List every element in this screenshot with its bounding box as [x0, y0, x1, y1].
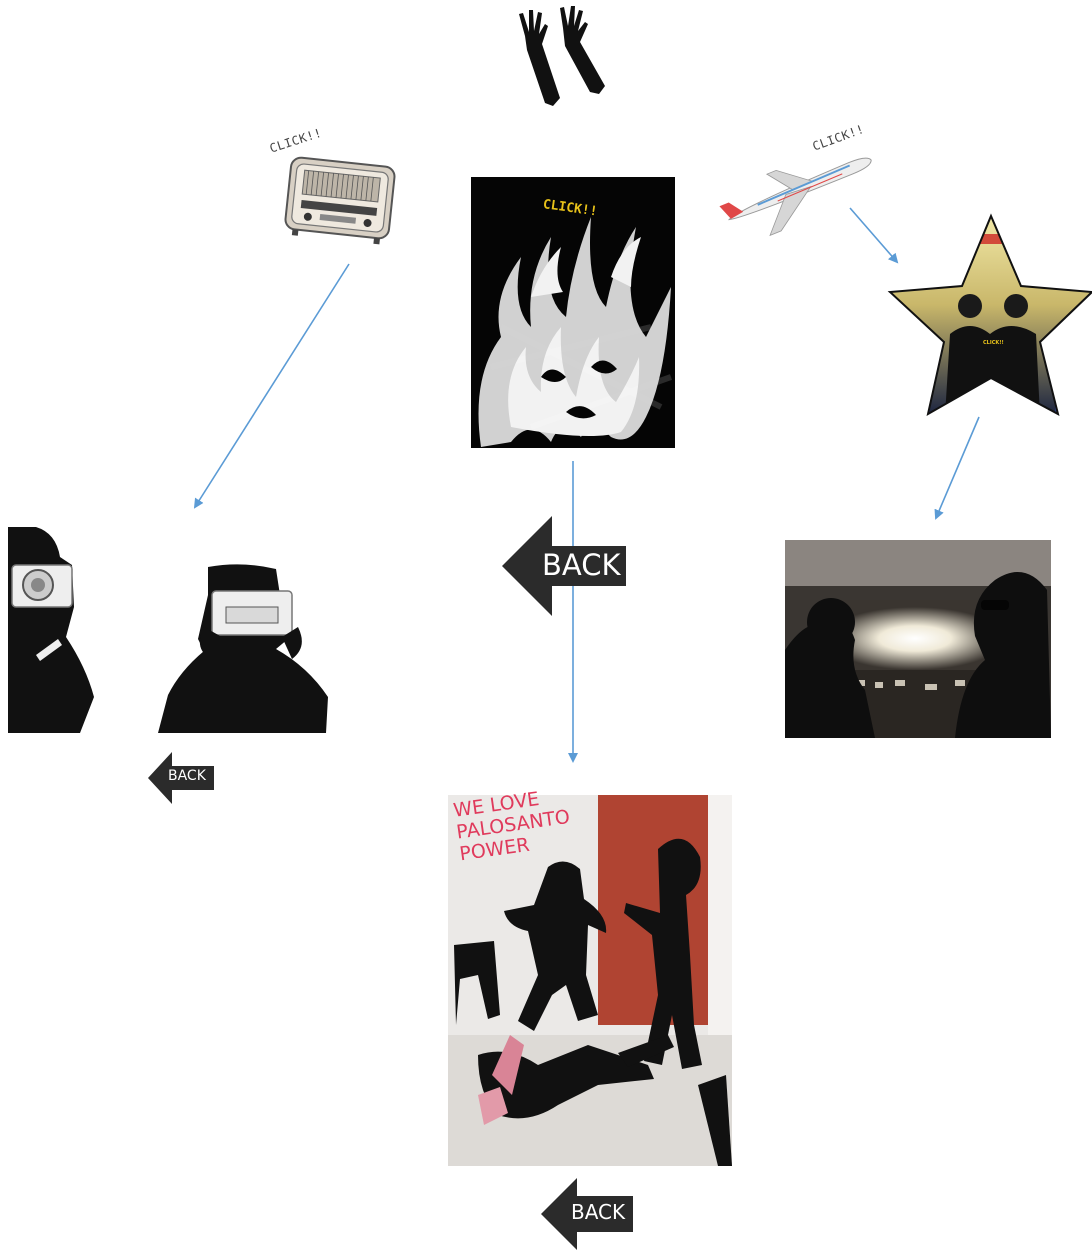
back-label-left: BACK: [168, 768, 206, 784]
gloves-icon: [505, 6, 615, 110]
star-click-label: CLICK!!: [983, 340, 1004, 346]
back-button-left[interactable]: BACK: [148, 752, 214, 804]
arrow-star-to-cockpit: [936, 417, 979, 518]
back-button-bottom[interactable]: BACK: [541, 1178, 633, 1250]
back-label-bottom: BACK: [571, 1200, 625, 1224]
back-button-center[interactable]: BACK: [502, 516, 626, 616]
airplane-image[interactable]: [715, 150, 880, 230]
arrow-radio-to-cameras: [195, 264, 349, 507]
star-image[interactable]: [890, 214, 1092, 416]
radio-image[interactable]: [280, 150, 400, 246]
back-label-center: BACK: [542, 548, 621, 582]
fire-image[interactable]: CLICK!!: [471, 177, 675, 448]
camera-figures-image: [8, 527, 338, 733]
cockpit-photo: [785, 540, 1051, 738]
